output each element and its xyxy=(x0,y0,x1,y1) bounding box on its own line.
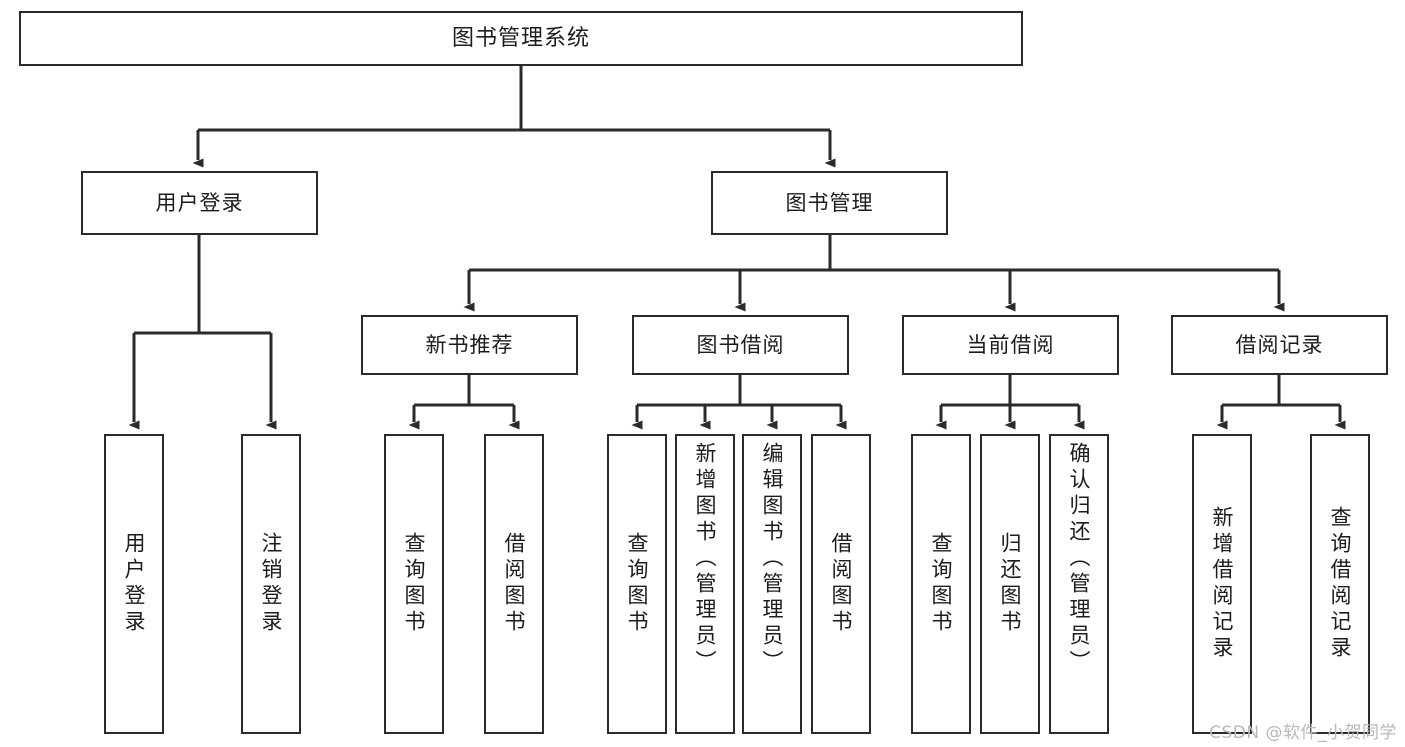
node-label: 图书管理 xyxy=(785,190,874,215)
node-label: 新增借阅记录 xyxy=(1210,506,1235,662)
csdn-watermark: CSDN @软件_小贺同学 xyxy=(1209,723,1397,743)
leaf-book-borrow-borrow-book[interactable]: 借阅图书 xyxy=(811,434,871,734)
leaf-current-borrow-query-book[interactable]: 查询图书 xyxy=(911,434,971,734)
leaf-book-borrow-edit-book-admin[interactable]: 编辑图书（管理员） xyxy=(742,434,802,734)
node-label: 注销登录 xyxy=(259,532,284,636)
leaf-user-login-login[interactable]: 用户登录 xyxy=(104,434,164,734)
node-label: 确认归还（管理员） xyxy=(1067,442,1092,676)
node-label: 新增图书（管理员） xyxy=(693,442,718,676)
node-book-management[interactable]: 图书管理 xyxy=(711,171,948,235)
node-label: 归还图书 xyxy=(998,532,1023,636)
node-new-book-recommend[interactable]: 新书推荐 xyxy=(361,315,578,375)
node-label: 查询借阅记录 xyxy=(1328,506,1353,662)
node-label: 编辑图书（管理员） xyxy=(760,442,785,676)
leaf-current-borrow-confirm-return-admin[interactable]: 确认归还（管理员） xyxy=(1049,434,1109,734)
node-label: 借阅图书 xyxy=(829,532,854,636)
leaf-new-book-borrow-book[interactable]: 借阅图书 xyxy=(484,434,544,734)
node-borrow-record[interactable]: 借阅记录 xyxy=(1171,315,1388,375)
node-label: 用户登录 xyxy=(122,532,147,636)
leaf-borrow-record-add-record[interactable]: 新增借阅记录 xyxy=(1192,434,1252,734)
leaf-book-borrow-query-book[interactable]: 查询图书 xyxy=(607,434,667,734)
node-label: 借阅图书 xyxy=(502,532,527,636)
node-label: 用户登录 xyxy=(155,190,244,215)
leaf-borrow-record-query-record[interactable]: 查询借阅记录 xyxy=(1310,434,1370,734)
node-label: 查询图书 xyxy=(402,532,427,636)
leaf-user-login-logout[interactable]: 注销登录 xyxy=(241,434,301,734)
node-root-book-management-system[interactable]: 图书管理系统 xyxy=(19,11,1023,66)
node-label: 图书借阅 xyxy=(696,332,785,357)
leaf-book-borrow-add-book-admin[interactable]: 新增图书（管理员） xyxy=(675,434,735,734)
node-label: 当前借阅 xyxy=(966,332,1055,357)
node-current-borrow[interactable]: 当前借阅 xyxy=(902,315,1119,375)
node-label: 借阅记录 xyxy=(1235,332,1324,357)
node-label: 查询图书 xyxy=(625,532,650,636)
node-user-login[interactable]: 用户登录 xyxy=(81,171,318,235)
node-label: 查询图书 xyxy=(929,532,954,636)
leaf-current-borrow-return-book[interactable]: 归还图书 xyxy=(980,434,1040,734)
node-label: 新书推荐 xyxy=(425,332,514,357)
node-label: 图书管理系统 xyxy=(451,25,590,51)
node-book-borrow[interactable]: 图书借阅 xyxy=(632,315,849,375)
leaf-new-book-query-book[interactable]: 查询图书 xyxy=(384,434,444,734)
